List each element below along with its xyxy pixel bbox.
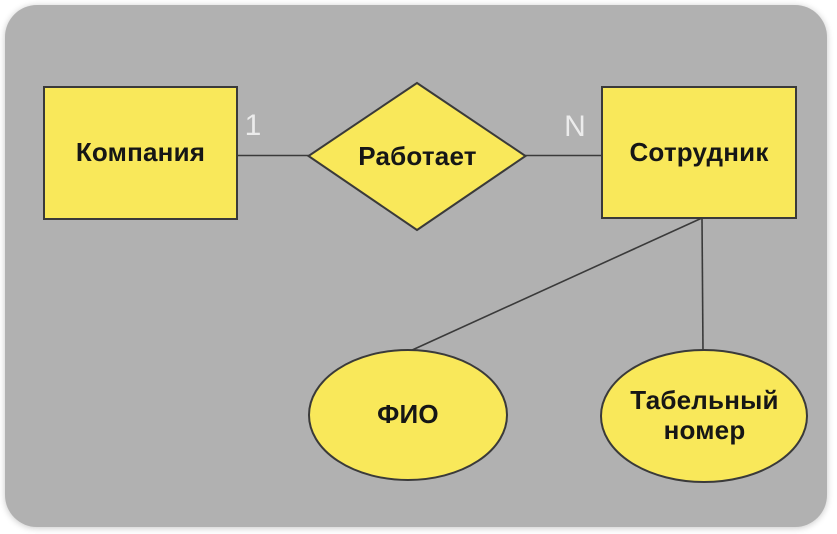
connector-employee-tabnumber <box>701 217 704 352</box>
entity-company-shape <box>43 86 238 220</box>
entity-employee-shape <box>601 86 797 219</box>
attribute-tabnumber-shape <box>600 349 808 483</box>
attribute-fio-shape <box>308 349 508 481</box>
connector-employee-fio <box>409 217 703 352</box>
relationship-works-shape <box>306 81 528 232</box>
